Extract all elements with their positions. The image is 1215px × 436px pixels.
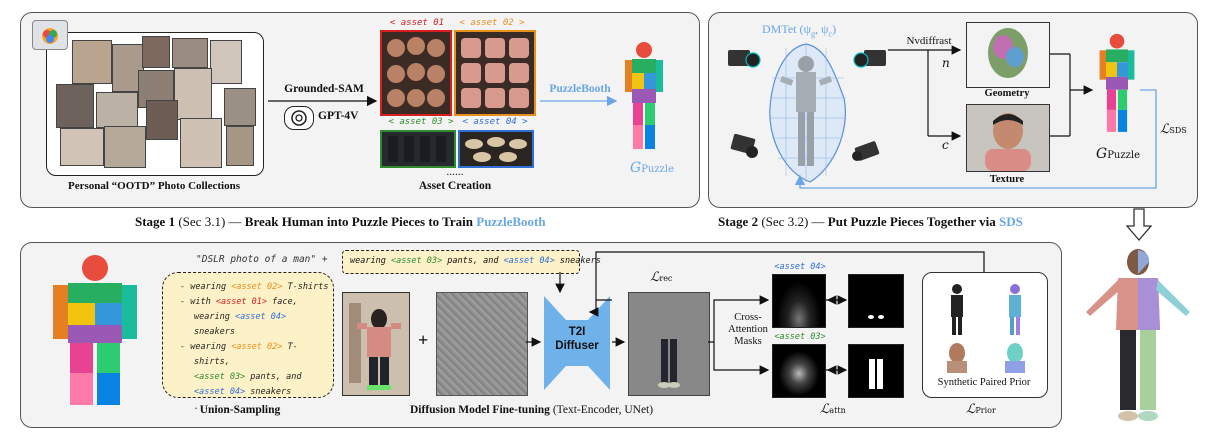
plus-sign: + (418, 330, 429, 350)
puzzlebooth-label: PuzzleBooth (549, 83, 611, 95)
bullet-dash: - (180, 342, 191, 352)
text-prompt-box (342, 250, 580, 274)
ootd-photo (142, 36, 170, 68)
text-prompt: wearing <asset 03> pants, and <asset 04>… (350, 256, 601, 266)
asset03-pants-crops (380, 130, 456, 168)
ootd-photo (174, 68, 212, 120)
camera-icon (852, 141, 880, 161)
output-render (628, 292, 710, 396)
l-sds-label: ℒSDS (1160, 122, 1187, 137)
n-label: n (942, 56, 950, 70)
asset02-tshirt-crops (454, 30, 536, 116)
asset03-tag: < asset 03 > (388, 117, 454, 127)
prompt-line: - wearing <asset 02> T-shirts, (180, 342, 298, 367)
t2i-label: T2I (568, 326, 586, 338)
geometry-label: Geometry (984, 88, 1030, 99)
ootd-photo (180, 118, 222, 168)
texture-render (966, 104, 1050, 172)
ootd-photo (210, 40, 242, 84)
asset-token: <asset 02> (231, 342, 283, 352)
folder-icon (32, 20, 68, 50)
prompt-line: wearing <asset 04> sneakers (194, 312, 287, 337)
asset-token: <asset 02> (231, 282, 283, 292)
ootd-photo (56, 84, 94, 128)
prompt-quote: "DSLR photo of a man" + (196, 254, 328, 265)
asset-token: <asset 04> (234, 312, 287, 322)
l-attn-label: ℒattn (820, 402, 846, 417)
training-photo (342, 292, 410, 396)
noise-image (436, 292, 528, 396)
asset-token: <asset 03> (194, 372, 246, 382)
prompt-line: - wearing <asset 02> T-shirts (180, 282, 329, 292)
l-rec-label: ℒrec (650, 270, 673, 285)
mask-asset04 (848, 274, 904, 328)
l-prior-label: ℒPrior (966, 402, 996, 417)
finetune-label: Diffusion Model Fine-tuning (Text-Encode… (410, 404, 654, 416)
cross-attn-label-2: Attention (728, 324, 768, 335)
asset-token: <asset 04> (194, 387, 246, 397)
cross-attn-label-3: Masks (734, 336, 762, 347)
g-puzzle-stage1: GPuzzle (630, 160, 675, 176)
c-label: c (942, 138, 949, 152)
gpt4v-icon (284, 106, 314, 130)
asset02-tag: < asset 02 > (459, 18, 525, 28)
puzzle-human-large (53, 255, 137, 405)
camera-icon (728, 50, 761, 68)
gpt4v-label: GPT-4V (318, 110, 359, 122)
prompt-line: <asset 04> sneakers (194, 387, 292, 397)
ootd-photo (60, 128, 104, 166)
texture-label: Texture (989, 174, 1025, 185)
cross-attn-label-1: Cross- (734, 312, 762, 323)
mask-tag-asset03: <asset 03> (774, 332, 826, 342)
mask-tag-asset04: <asset 04> (774, 262, 826, 272)
puzzle-human-stage1 (625, 42, 663, 149)
grounded-sam-label: Grounded-SAM (284, 83, 364, 95)
ootd-photo (226, 126, 254, 166)
synthetic-prior-box (922, 272, 1048, 398)
asset-token: <asset 01> (215, 297, 268, 307)
ootd-photo (172, 38, 208, 68)
asset04-sneaker-crops (458, 130, 534, 168)
puzzle-human-stage2 (1099, 33, 1135, 132)
synthetic-prior-label: Synthetic Paired Prior (937, 377, 1031, 388)
stage1-title: Stage 1 (Sec 3.1) — Break Human into Puz… (135, 214, 546, 229)
nvdiffrast-label: Nvdiffrast (906, 35, 952, 47)
asset-creation-label: Asset Creation (418, 180, 492, 192)
camera-icon (853, 50, 886, 68)
asset04-tag: < asset 04 > (462, 117, 528, 127)
prompt-ellipsis: . . . . . . (194, 402, 251, 412)
prompt-line: <asset 03> pants, and (194, 372, 302, 382)
dmtet-label: DMTet (ψg, ψc) (762, 22, 837, 39)
ootd-photo (224, 88, 256, 126)
asset01-face-crops (380, 30, 452, 116)
prompt-line: - with <asset 01> face, (180, 297, 298, 307)
ootd-photo (104, 126, 146, 168)
union-sampling-list: - wearing <asset 02> T-shirts - with <ass… (180, 280, 330, 415)
final-avatar (1086, 249, 1190, 421)
attn-map-asset04 (772, 274, 826, 328)
geometry-render (966, 22, 1050, 88)
ootd-photo (96, 92, 138, 128)
attn-map-asset03 (772, 344, 826, 398)
hollow-down-arrow (1126, 208, 1152, 241)
g-puzzle-stage2: GPuzzle (1096, 146, 1141, 162)
camera-icon (730, 133, 758, 158)
t2i-diffuser-block (544, 296, 610, 390)
mask-asset03 (848, 344, 904, 398)
ootd-photo (146, 100, 178, 140)
dmtet-mesh (769, 43, 846, 183)
diffuser-label: Diffuser (555, 340, 599, 352)
union-sampling-box (162, 272, 334, 398)
prior-human-1 (951, 284, 963, 335)
bullet-dash: - (180, 297, 191, 307)
union-sampling-label: Union-Sampling (199, 404, 281, 416)
asset-ellipsis: ...... (446, 166, 464, 178)
bullet-dash: - (180, 282, 191, 292)
photo-collection-label: Personal “OOTD” Photo Collections (67, 180, 241, 192)
ootd-photo (72, 40, 112, 84)
stage2-title: Stage 2 (Sec 3.2) — Put Puzzle Pieces To… (718, 214, 1023, 229)
